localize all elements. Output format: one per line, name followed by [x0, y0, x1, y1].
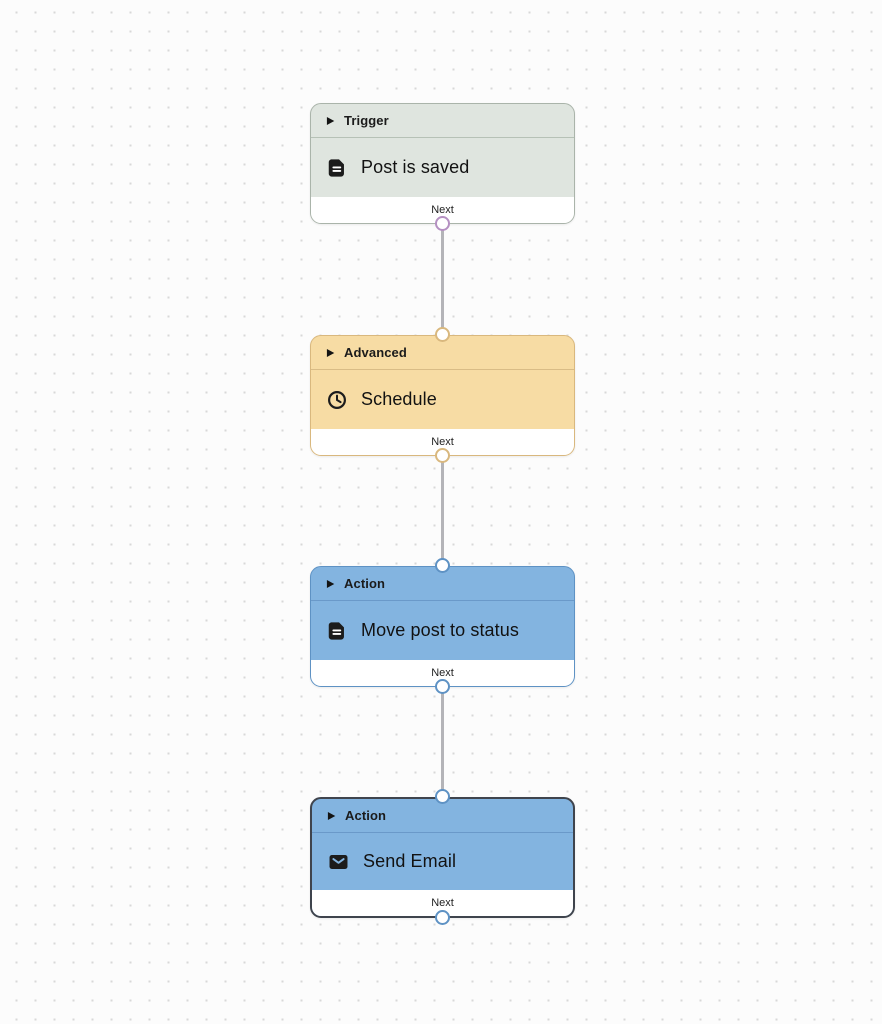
play-icon — [327, 811, 336, 821]
node-title: Send Email — [363, 851, 457, 871]
node-action-move-post-to-status[interactable]: Action Move post to status Next — [310, 566, 575, 687]
node-body: Post is saved — [311, 138, 574, 197]
node-category-label: Action — [345, 808, 387, 823]
node-trigger-post-is-saved[interactable]: Trigger Post is saved Next — [310, 103, 575, 224]
port-input-schedule[interactable] — [435, 327, 450, 342]
edge-schedule-to-move-post — [441, 456, 444, 566]
play-icon — [326, 579, 335, 589]
node-header: Trigger — [311, 104, 574, 138]
node-header: Action — [311, 567, 574, 601]
next-label: Next — [431, 204, 454, 216]
document-icon — [326, 157, 348, 179]
envelope-icon — [327, 851, 350, 873]
node-body: Schedule — [311, 370, 574, 429]
node-category-label: Action — [344, 576, 386, 591]
edge-trigger-to-schedule — [441, 224, 444, 335]
port-output-send-email[interactable] — [435, 910, 450, 925]
next-label: Next — [431, 897, 454, 909]
node-title: Schedule — [361, 389, 437, 409]
node-body: Send Email — [312, 833, 573, 890]
node-header: Action — [312, 799, 573, 833]
document-icon — [326, 620, 348, 642]
edge-move-post-to-send-email — [441, 687, 444, 797]
node-header: Advanced — [311, 336, 574, 370]
node-category-label: Trigger — [344, 113, 389, 128]
port-input-send-email[interactable] — [435, 789, 450, 804]
port-output-schedule[interactable] — [435, 448, 450, 463]
node-body: Move post to status — [311, 601, 574, 660]
next-label: Next — [431, 436, 454, 448]
port-output-trigger[interactable] — [435, 216, 450, 231]
node-action-send-email[interactable]: Action Send Email Next — [310, 797, 575, 918]
next-label: Next — [431, 667, 454, 679]
play-icon — [326, 348, 335, 358]
node-title: Move post to status — [361, 620, 519, 640]
port-input-move-post[interactable] — [435, 558, 450, 573]
node-advanced-schedule[interactable]: Advanced Schedule Next — [310, 335, 575, 456]
node-title: Post is saved — [361, 157, 470, 177]
port-output-move-post[interactable] — [435, 679, 450, 694]
clock-icon — [326, 389, 348, 411]
play-icon — [326, 116, 335, 126]
node-category-label: Advanced — [344, 345, 407, 360]
